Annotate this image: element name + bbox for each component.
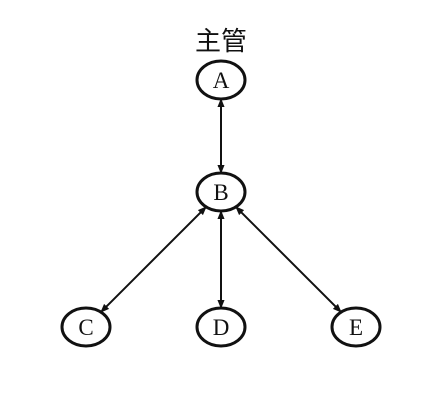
node-c-circle [60, 306, 112, 348]
node-c-label: C [78, 315, 93, 340]
node-e-circle [330, 306, 382, 348]
node-b-circle [195, 171, 247, 213]
node-e: E [330, 306, 382, 348]
node-a: A [195, 59, 247, 101]
edges-layer [100, 98, 342, 313]
edge-b-c [100, 206, 207, 313]
node-e-label: E [349, 315, 363, 340]
node-b-label: B [213, 180, 228, 205]
node-b: B [195, 171, 247, 213]
diagram-title: 主管 [195, 27, 247, 57]
node-c: C [60, 306, 112, 348]
node-d-circle [195, 306, 247, 348]
nodes-layer: A B C D E [60, 59, 382, 348]
node-d-label: D [213, 315, 230, 340]
edge-b-e [235, 206, 342, 313]
node-d: D [195, 306, 247, 348]
node-a-label: A [213, 68, 230, 93]
node-a-circle [195, 59, 247, 101]
